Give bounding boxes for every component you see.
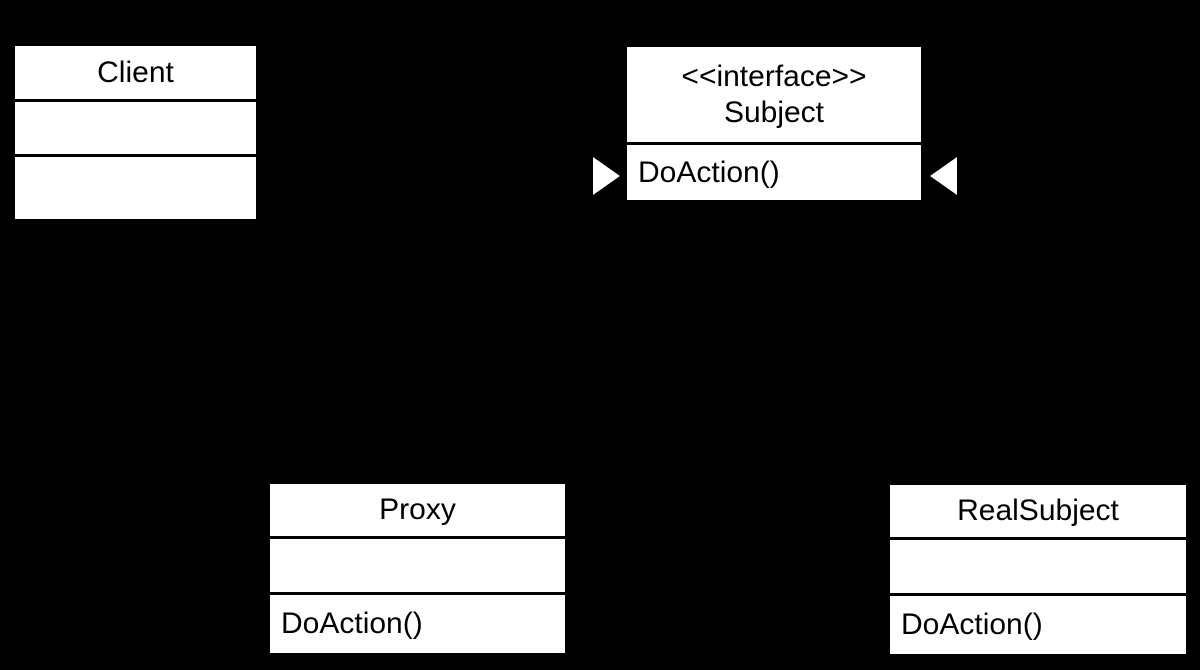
class-realsubject: RealSubject DoAction(): [888, 483, 1188, 656]
triangle-left-icon: [930, 157, 957, 195]
class-realsubject-name: RealSubject: [957, 494, 1119, 527]
class-subject-name-compartment: <<interface>> Subject: [627, 47, 921, 142]
class-proxy-attributes-compartment: [270, 536, 565, 592]
class-subject-title: <<interface>> Subject: [681, 59, 866, 131]
class-client: Client: [13, 44, 258, 221]
class-client-attributes-compartment: [15, 99, 256, 154]
class-realsubject-attributes-compartment: [890, 537, 1186, 593]
class-subject-name: Subject: [723, 95, 825, 129]
class-proxy-methods-compartment: DoAction(): [270, 592, 565, 653]
class-subject: <<interface>> Subject DoAction(): [625, 45, 923, 202]
class-client-methods-compartment: [15, 154, 256, 219]
triangle-right-icon: [593, 157, 620, 195]
class-client-name: Client: [97, 55, 174, 89]
class-proxy: Proxy DoAction(): [268, 482, 567, 655]
class-realsubject-methods-compartment: DoAction(): [890, 593, 1186, 654]
class-subject-stereotype: <<interface>>: [681, 59, 867, 93]
class-subject-methods-compartment: DoAction(): [627, 142, 921, 200]
class-proxy-name: Proxy: [379, 493, 456, 526]
